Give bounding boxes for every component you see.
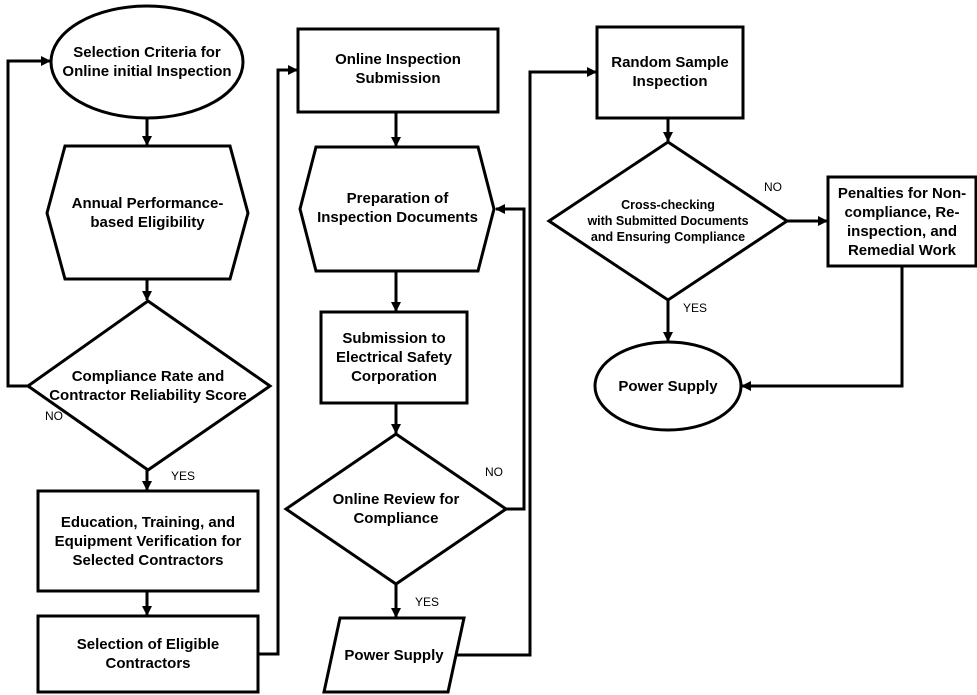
compliance-rate-label: Compliance Rate and Contractor Reliabili… [49, 368, 247, 404]
selection-eligible-label: Selection of Eligible Contractors [76, 636, 220, 672]
edge-label-yes-compliance: YES [171, 469, 196, 483]
arrow-power-to-random [456, 67, 597, 657]
edge-label-no-cross: NO [764, 180, 782, 194]
online-submission-label: Online Inspection Submission [335, 51, 461, 87]
education-training-box [36, 489, 260, 593]
preparation-docs-label: Preparation of Inspection Documents [317, 190, 478, 226]
submission-esc-box [319, 310, 469, 405]
selection-criteria-label: Selection Criteria for Online initial In… [62, 44, 232, 80]
preparation-docs-hexagon [298, 145, 496, 273]
arrow-review-no-loop [495, 204, 526, 511]
education-training-label: Education, Training, and Equipment Verif… [54, 513, 242, 569]
online-review-label: Online Review for Compliance [332, 491, 460, 527]
arrow-penalties-to-power [741, 266, 904, 391]
edge-label-yes-cross: YES [683, 301, 708, 315]
penalties-label: Penalties for Non- compliance, Re- inspe… [837, 185, 967, 259]
cross-checking-label: Cross-checking with Submitted Documents … [587, 198, 749, 244]
edge-label-yes-review: YES [415, 595, 440, 609]
annual-performance-label: Annual Performance- based Eligibility [71, 195, 224, 231]
annual-performance-hexagon [45, 144, 250, 281]
arrow-selection-to-submission [258, 65, 298, 656]
power-supply-1-parallelogram [322, 616, 466, 694]
online-submission-box [296, 27, 500, 114]
selection-eligible-box [36, 614, 260, 694]
arrow-compliance-no-loop [6, 56, 51, 388]
power-supply-1-label: Power Supply [344, 646, 444, 664]
submission-esc-label: Submission to Electrical Safety Corporat… [336, 329, 452, 385]
edge-label-no-review: NO [485, 465, 503, 479]
penalties-box [826, 175, 977, 268]
random-sample-box [595, 25, 745, 120]
power-supply-2-label: Power Supply [618, 377, 718, 395]
random-sample-label: Random Sample Inspection [611, 54, 729, 90]
edge-label-no-compliance: NO [45, 409, 63, 423]
